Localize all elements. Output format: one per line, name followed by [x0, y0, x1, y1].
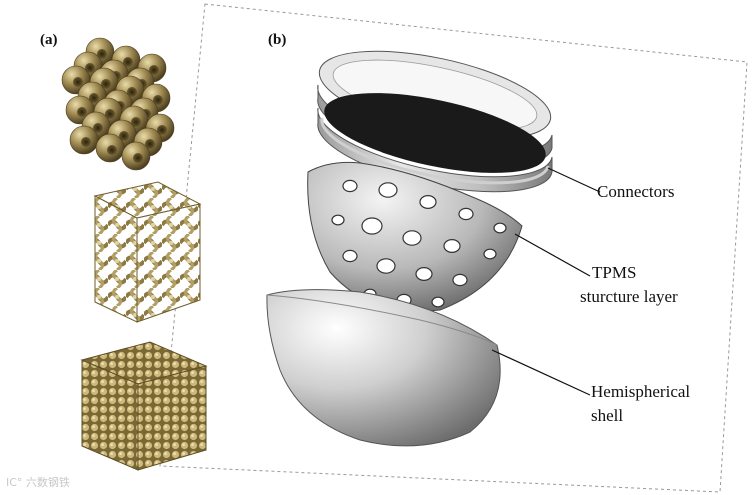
tpms-leader-line [515, 234, 590, 276]
tpms-pore [432, 297, 444, 307]
tpms-pore [379, 183, 397, 197]
watermark-text: IC° 六数钢铁 [6, 474, 70, 490]
tpms-label-line1: TPMS [592, 262, 636, 284]
tpms-pore [444, 240, 460, 253]
tpms-label-line2: sturcture layer [580, 286, 678, 308]
shell-label-line1: Hemispherical [591, 381, 690, 403]
shell-leader-line [492, 350, 590, 395]
lattice-pore [133, 153, 143, 163]
tpms-pore [403, 231, 421, 245]
tpms-pore [332, 215, 344, 225]
hemispherical-shell [267, 290, 500, 446]
shell-label-line2: shell [591, 405, 623, 427]
panel-b-label: (b) [268, 32, 286, 49]
lattice-pore [107, 145, 117, 155]
lattice-pore [81, 137, 91, 147]
tpms-pore [494, 223, 506, 233]
connectors-leader-line [548, 168, 600, 192]
tpms-pore [377, 259, 395, 273]
lattice-pore [77, 107, 87, 117]
tpms-lattice-cube-3 [82, 342, 206, 470]
tpms-pore [343, 180, 357, 191]
tpms-pore [362, 218, 382, 234]
tpms-pore [484, 249, 496, 259]
tpms-lattice-cube-1 [62, 38, 174, 170]
tpms-pore [453, 274, 467, 285]
connectors-label: Connectors [597, 181, 674, 203]
tpms-pore [343, 250, 357, 261]
tpms-pore [416, 268, 432, 281]
lattice-pore [73, 77, 83, 87]
tpms-pore [420, 196, 436, 209]
tpms-lattice-cube-2 [95, 182, 200, 322]
panel-a-label: (a) [40, 32, 58, 49]
tpms-pore [459, 208, 473, 219]
